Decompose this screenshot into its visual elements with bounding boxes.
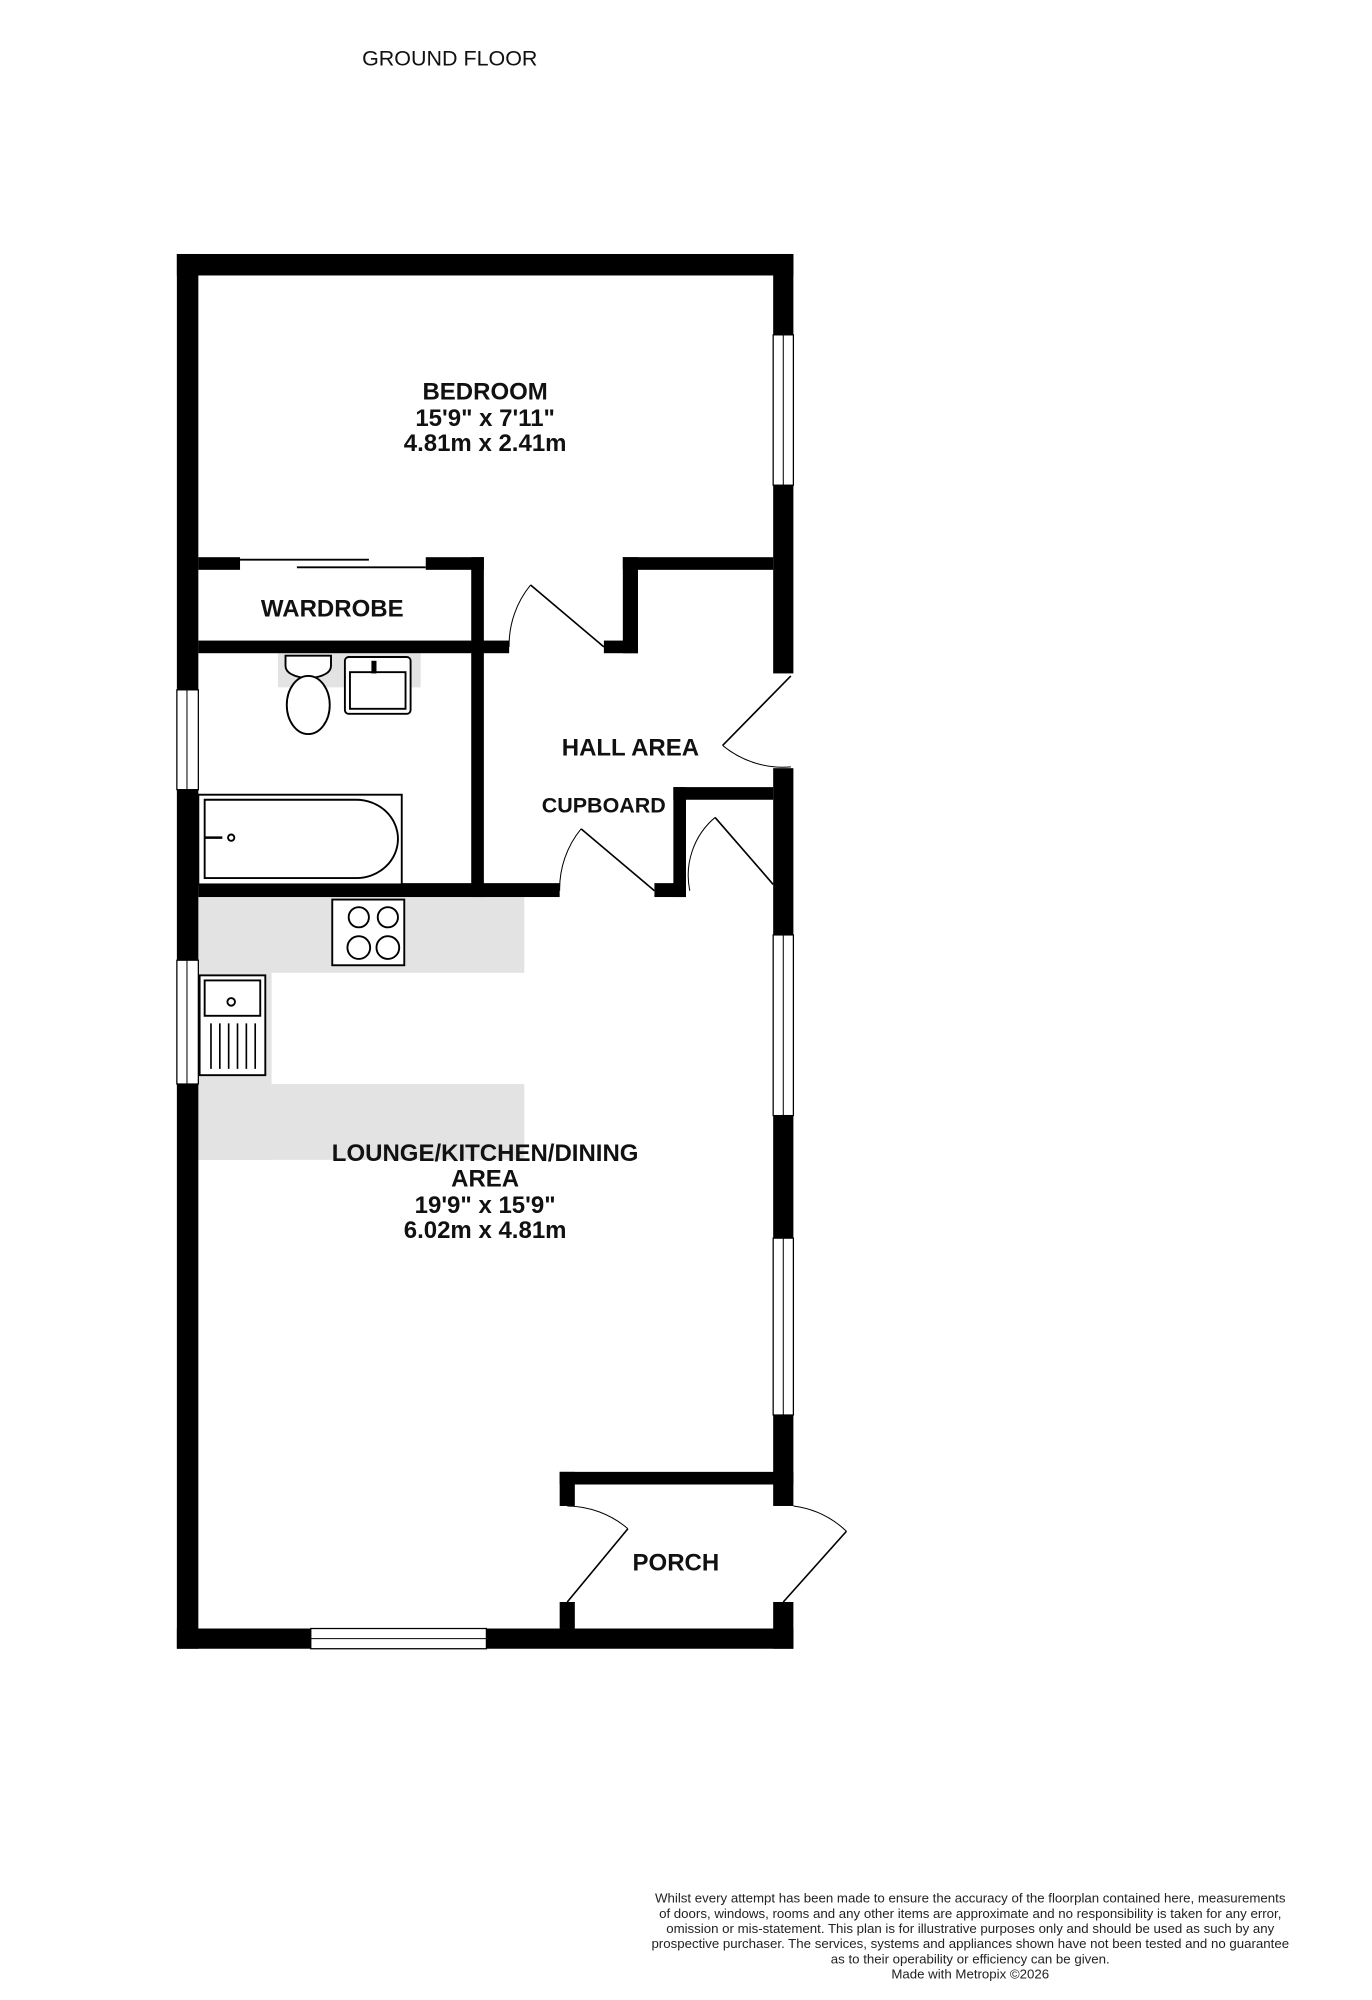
cupboard-door: [714, 816, 774, 885]
lounge-imperial: 19'9" x 15'9": [415, 1192, 556, 1219]
porch-outer-door: [782, 1530, 848, 1603]
toilet-icon: [284, 654, 332, 736]
bedroom-imperial: 15'9" x 7'11": [415, 405, 555, 432]
bedroom-metric: 4.81m x 2.41m: [404, 430, 567, 457]
lounge-metric: 6.02m x 4.81m: [404, 1217, 567, 1244]
hob-icon: [331, 898, 406, 967]
basin-icon: [343, 656, 412, 715]
disclaimer: Whilst every attempt has been made to en…: [651, 1891, 1289, 1982]
disclaimer-line: omission or mis-statement. This plan is …: [666, 1921, 1274, 1936]
lounge-label-2: AREA: [451, 1165, 519, 1192]
walls: [176, 253, 794, 1649]
hall-label: HALL AREA: [562, 735, 699, 762]
front-door: [722, 675, 792, 747]
bath-icon: [197, 793, 403, 886]
bedroom-label: BEDROOM: [422, 378, 547, 405]
disclaimer-line: as to their operability or efficiency ca…: [831, 1951, 1110, 1966]
doors: [240, 558, 848, 1603]
porch-inner-door: [566, 1528, 629, 1603]
bathroom-door: [580, 828, 655, 892]
lounge-label: LOUNGE/KITCHEN/DINING: [332, 1140, 639, 1167]
disclaimer-line: of doors, windows, rooms and any other i…: [659, 1906, 1281, 1921]
disclaimer-line: prospective purchaser. The services, sys…: [651, 1936, 1289, 1951]
floor-title: GROUND FLOOR: [362, 47, 537, 71]
sink-icon: [198, 974, 267, 1077]
wardrobe-label: WARDROBE: [261, 596, 404, 623]
bedroom-door: [530, 584, 605, 648]
cupboard-label: CUPBOARD: [542, 793, 666, 817]
credit: Made with Metropix ©2026: [891, 1966, 1049, 1981]
disclaimer-line: Whilst every attempt has been made to en…: [655, 1891, 1286, 1906]
windows: [176, 334, 795, 1650]
porch-label: PORCH: [633, 1549, 720, 1576]
